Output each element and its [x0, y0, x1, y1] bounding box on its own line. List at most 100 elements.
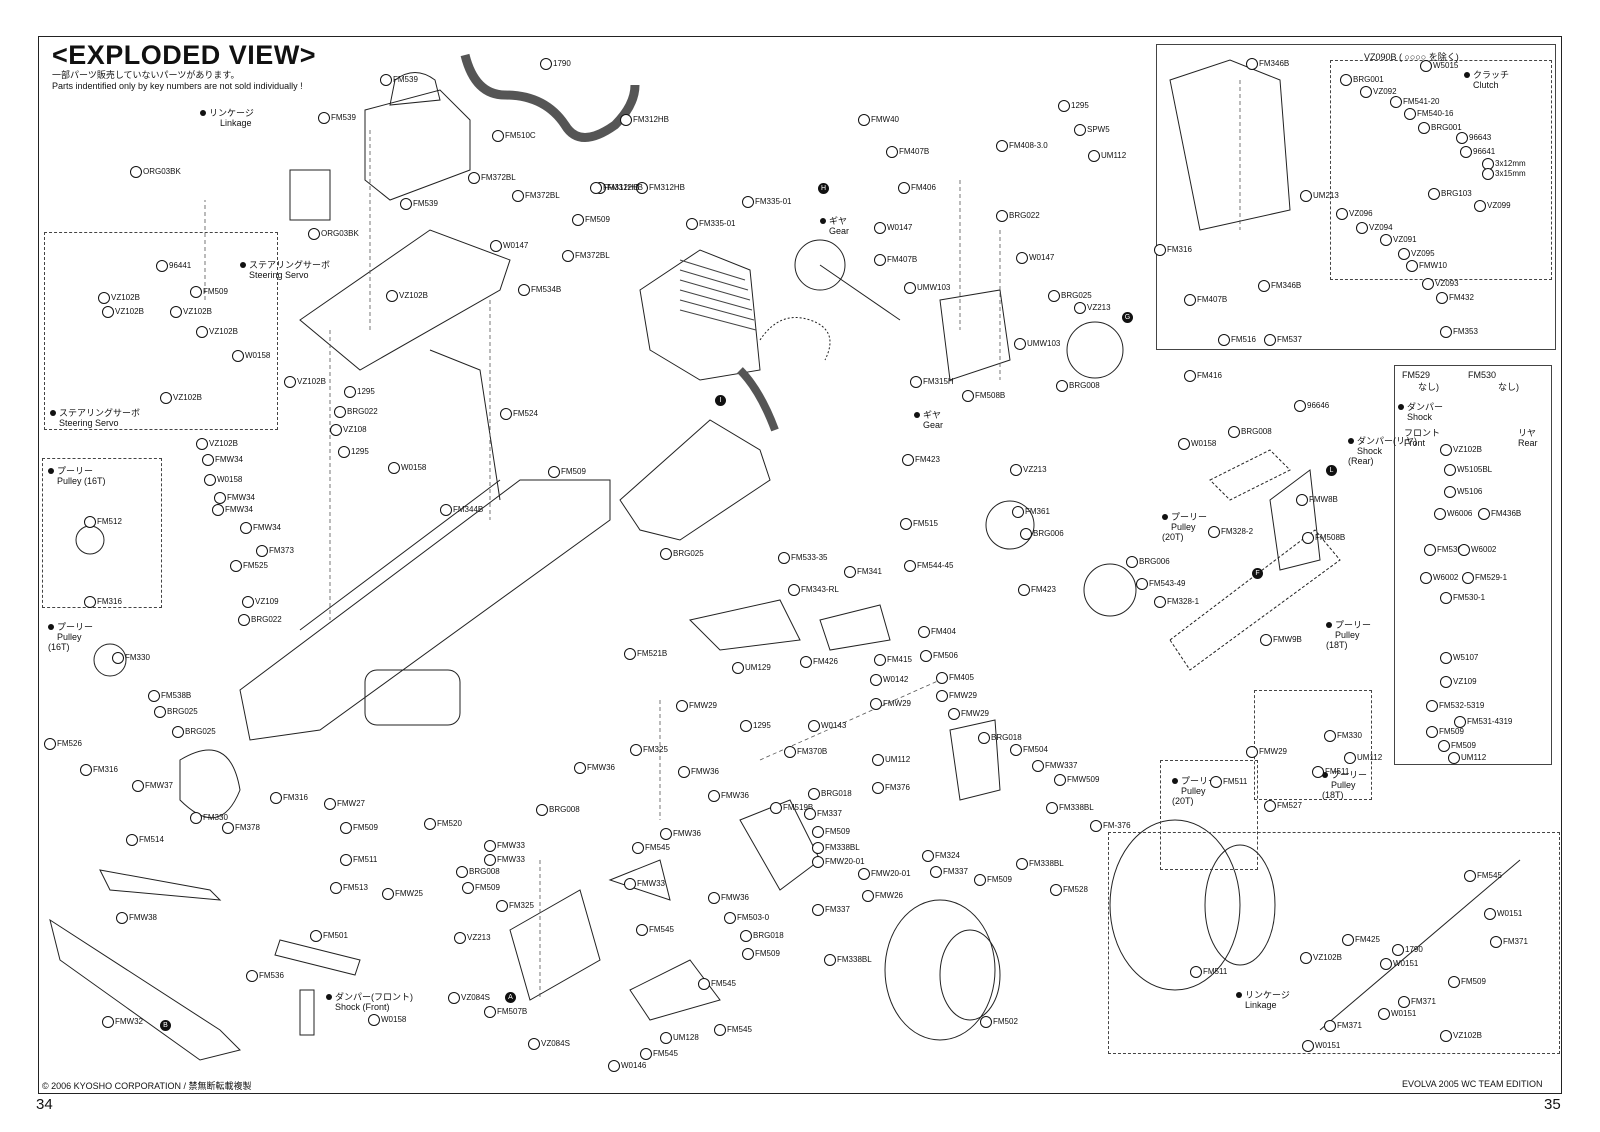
part-key-number-icon	[1302, 1040, 1314, 1052]
part-callout: BRG001	[1418, 122, 1462, 134]
part-callout: FMW40	[858, 114, 899, 126]
part-callout: FM423	[1018, 584, 1056, 596]
part-number-label: FMW29	[883, 699, 911, 708]
part-number-label: FM370B	[797, 747, 828, 756]
part-callout: VZ213	[1074, 302, 1111, 314]
part-key-number-icon	[240, 522, 252, 534]
part-key-number-icon	[1302, 532, 1314, 544]
part-key-number-icon	[202, 454, 214, 466]
part-number-label: FM524	[513, 409, 538, 418]
part-callout: FM511	[1190, 966, 1227, 978]
part-key-number-icon	[812, 904, 824, 916]
part-callout: FM335-01	[686, 218, 735, 230]
part-callout: FM545	[632, 842, 670, 854]
part-number-label: FM328-2	[1221, 527, 1254, 536]
part-callout: 1790	[1392, 944, 1423, 956]
part-number-label: FM337	[825, 905, 850, 914]
section-damper-rear: ダンパー(リヤ)Shock (Rear)	[1348, 436, 1417, 466]
part-key-number-icon	[116, 912, 128, 924]
part-callout: BRG018	[978, 732, 1022, 744]
part-key-number-icon	[636, 924, 648, 936]
part-callout: W6002	[1420, 572, 1458, 584]
part-number-label: FM338BL	[825, 843, 860, 852]
part-number-label: FM432	[1449, 293, 1474, 302]
part-callout: VZ102B	[196, 326, 238, 338]
part-number-label: FM338BL	[1029, 859, 1064, 868]
part-callout: FMW36	[574, 762, 615, 774]
part-callout: W0151	[1484, 908, 1522, 920]
part-number-label: FM316	[283, 793, 308, 802]
part-key-number-icon	[742, 948, 754, 960]
part-key-number-icon	[996, 140, 1008, 152]
part-key-number-icon	[910, 376, 922, 388]
part-key-number-icon	[590, 182, 602, 194]
part-number-label: W0151	[1497, 909, 1523, 918]
front-lower-arm	[819, 604, 891, 651]
part-key-number-icon	[246, 970, 258, 982]
part-key-number-icon	[1210, 776, 1222, 788]
part-callout: FM545	[698, 978, 736, 990]
part-number-label: UM112	[1461, 753, 1487, 762]
part-callout: FM509	[812, 826, 850, 838]
part-key-number-icon	[1178, 438, 1190, 450]
part-number-label: BRG001	[1431, 123, 1462, 132]
part-number-label: VZ091	[1393, 235, 1417, 244]
part-key-number-icon	[1380, 234, 1392, 246]
part-key-number-icon	[1464, 870, 1476, 882]
part-number-label: BRG025	[1061, 291, 1092, 300]
part-number-label: 1790	[1405, 945, 1423, 954]
part-key-number-icon	[1462, 572, 1474, 584]
copyright: © 2006 KYOSHO CORPORATION / 禁無断転載複製	[42, 1081, 252, 1091]
part-key-number-icon	[1344, 752, 1356, 764]
part-key-number-icon	[1420, 572, 1432, 584]
part-number-label: FM509	[561, 467, 586, 476]
part-number-label: FM510C	[505, 131, 536, 140]
part-callout: FM372BL	[562, 250, 610, 262]
part-callout: FM338BL	[1046, 802, 1094, 814]
part-callout: FM540-16	[1404, 108, 1453, 120]
part-key-number-icon	[632, 842, 644, 854]
page-border	[38, 36, 1562, 1094]
part-callout: FM370B	[784, 746, 827, 758]
part-number-label: FM501	[323, 931, 348, 940]
part-callout: BRG008	[456, 866, 500, 878]
part-number-label: FM330	[125, 653, 150, 662]
part-key-number-icon	[904, 560, 916, 572]
part-callout: 1295	[344, 386, 375, 398]
part-key-number-icon	[724, 912, 736, 924]
part-key-number-icon	[308, 228, 320, 240]
part-number-label: W0158	[1191, 439, 1217, 448]
part-callout: FM316	[84, 596, 122, 608]
part-key-number-icon	[778, 552, 790, 564]
part-number-label: FM353	[1453, 327, 1478, 336]
part-callout: 3x15mm	[1482, 168, 1526, 180]
part-number-label: VZ084S	[461, 993, 490, 1002]
front-wheel-rim	[939, 929, 1001, 1021]
part-callout: VZ092	[1360, 86, 1397, 98]
marker-letter: B	[160, 1020, 171, 1031]
roll-bar	[429, 349, 501, 501]
part-callout: FM432	[1436, 292, 1474, 304]
part-number-label: 96643	[1469, 133, 1492, 142]
part-key-number-icon	[902, 454, 914, 466]
part-number-label: FM538B	[161, 691, 192, 700]
part-number-label: FMW29	[949, 691, 977, 700]
part-number-label: FM509	[755, 949, 780, 958]
part-key-number-icon	[1460, 146, 1472, 158]
part-callout: FM330	[112, 652, 150, 664]
part-key-number-icon	[808, 720, 820, 732]
part-key-number-icon	[1184, 294, 1196, 306]
part-callout: FMW29	[676, 700, 717, 712]
part-key-number-icon	[1010, 744, 1022, 756]
part-number-label: BRG006	[1033, 529, 1064, 538]
part-number-label: VZ092	[1373, 87, 1397, 96]
part-key-number-icon	[1404, 108, 1416, 120]
part-callout: W0147	[874, 222, 912, 234]
part-number-label: FM330	[203, 813, 228, 822]
part-key-number-icon	[640, 1048, 652, 1060]
spur-gear-top	[794, 239, 846, 291]
part-callout: VZ084S	[448, 992, 490, 1004]
